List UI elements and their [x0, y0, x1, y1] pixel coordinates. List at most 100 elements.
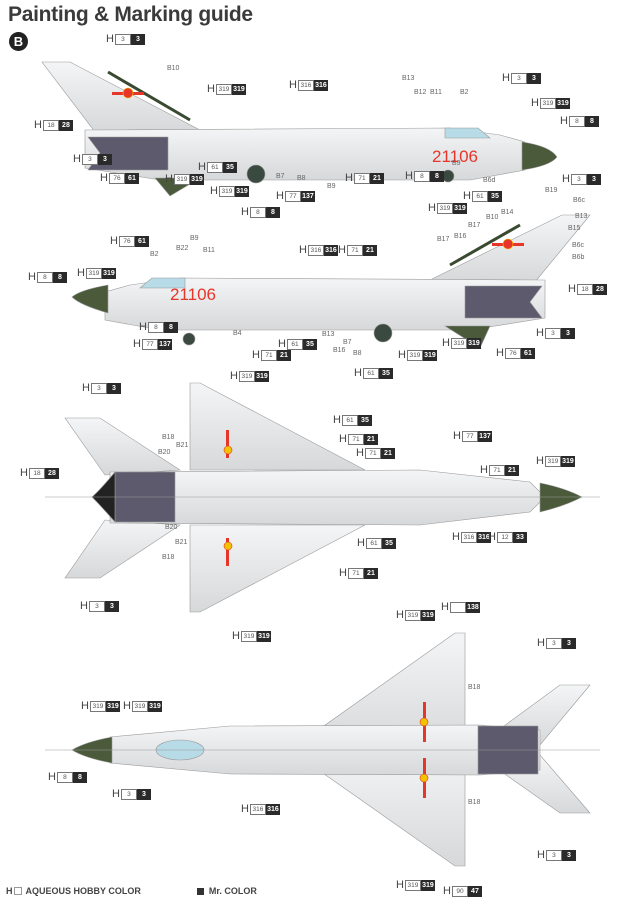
h-prefix: H	[398, 349, 406, 361]
aqueous-color-code: 3	[114, 33, 131, 45]
aqueous-color-code: 76	[118, 235, 135, 247]
decal-part-number: B20	[158, 449, 171, 456]
aqueous-color-code: 319	[238, 370, 255, 382]
h-prefix: H	[443, 885, 451, 897]
mr-color-code: 319	[101, 267, 116, 279]
decal-part-number: B18	[162, 434, 175, 441]
h-prefix: H	[289, 79, 297, 91]
aqueous-color-code: 71	[260, 349, 277, 361]
h-prefix: H	[396, 879, 404, 891]
decal-part-number: B7	[343, 339, 352, 346]
aqueous-color-code: 319	[450, 337, 467, 349]
decal-part-number: B16	[333, 347, 346, 354]
mr-color-code: 35	[487, 190, 502, 202]
aqueous-color-code: 8	[36, 271, 53, 283]
h-prefix: H	[77, 267, 85, 279]
decal-part-number: B9	[327, 183, 336, 190]
h-prefix: H	[537, 849, 545, 861]
h-prefix: H	[568, 283, 576, 295]
mr-color-code: 3	[526, 72, 541, 84]
left-side-view: 21106	[41, 61, 558, 197]
aqueous-color-code: 18	[576, 283, 593, 295]
wing-upper	[189, 382, 366, 471]
aqueous-color-code: 61	[286, 338, 303, 350]
mr-color-code: 8	[265, 206, 280, 218]
mr-color-code: 319	[422, 349, 437, 361]
aqueous-color-code: 316	[307, 244, 324, 256]
mr-color-code: 316	[476, 531, 491, 543]
aqueous-color-code: 71	[347, 567, 364, 579]
decal-part-number: B19	[545, 187, 558, 194]
h-prefix: H	[276, 190, 284, 202]
aqueous-color-code: 71	[353, 172, 370, 184]
h-prefix: H	[452, 531, 460, 543]
mr-color-code: 35	[222, 161, 237, 173]
aqueous-color-code: 8	[56, 771, 73, 783]
h-prefix: H	[338, 244, 346, 256]
mr-color-code: 319	[105, 700, 120, 712]
aqueous-color-code: 3	[545, 849, 562, 861]
mr-color-code: 3	[104, 600, 119, 612]
decal-part-number: B16	[454, 233, 467, 240]
aqueous-color-code: 8	[568, 115, 585, 127]
mr-color-code: 21	[276, 349, 291, 361]
mr-color-code: 35	[357, 414, 372, 426]
mr-color-code: 33	[512, 531, 527, 543]
mr-color-code: 8	[429, 170, 444, 182]
decal-part-number: B9	[452, 160, 461, 167]
aqueous-color-code: 71	[364, 447, 381, 459]
aqueous-color-code: 76	[108, 172, 125, 184]
decal-part-number: B7	[276, 173, 285, 180]
mr-color-code: 137	[477, 430, 492, 442]
stab-lower	[64, 519, 181, 579]
h-prefix: H	[441, 601, 449, 613]
mr-color-code: 319	[147, 700, 162, 712]
aqueous-color-code: 319	[85, 267, 102, 279]
aqueous-color-code: 71	[488, 464, 505, 476]
h-prefix: H	[278, 338, 286, 350]
mr-color-code: 21	[369, 172, 384, 184]
mr-color-code: 319	[560, 455, 575, 467]
decal-part-number: B6c	[572, 242, 585, 249]
h-prefix: H	[339, 433, 347, 445]
mr-color-code: 21	[363, 567, 378, 579]
decal-part-number: B22	[176, 245, 189, 252]
aqueous-color-code: 3	[545, 637, 562, 649]
aqueous-color-code: 316	[297, 79, 314, 91]
mr-color-code: 316	[265, 803, 280, 815]
h-prefix: H	[112, 788, 120, 800]
aqueous-color-code: 319	[406, 349, 423, 361]
h-prefix: H	[480, 464, 488, 476]
canopy	[444, 127, 491, 139]
aqueous-color-code: 319	[544, 455, 561, 467]
canopy	[139, 277, 186, 289]
h-prefix: H	[232, 630, 240, 642]
mr-color-code: 319	[254, 370, 269, 382]
h-prefix: H	[48, 771, 56, 783]
nose-cone	[521, 141, 558, 171]
aqueous-color-code: 319	[404, 879, 421, 891]
stab-upper	[64, 417, 181, 476]
aqueous-color-code: 8	[249, 206, 266, 218]
mr-color-code: 137	[300, 190, 315, 202]
h-prefix: H	[396, 609, 404, 621]
h-prefix: H	[34, 119, 42, 131]
h-prefix: H	[453, 430, 461, 442]
mr-color-code: 3	[130, 33, 145, 45]
h-prefix: H	[210, 185, 218, 197]
